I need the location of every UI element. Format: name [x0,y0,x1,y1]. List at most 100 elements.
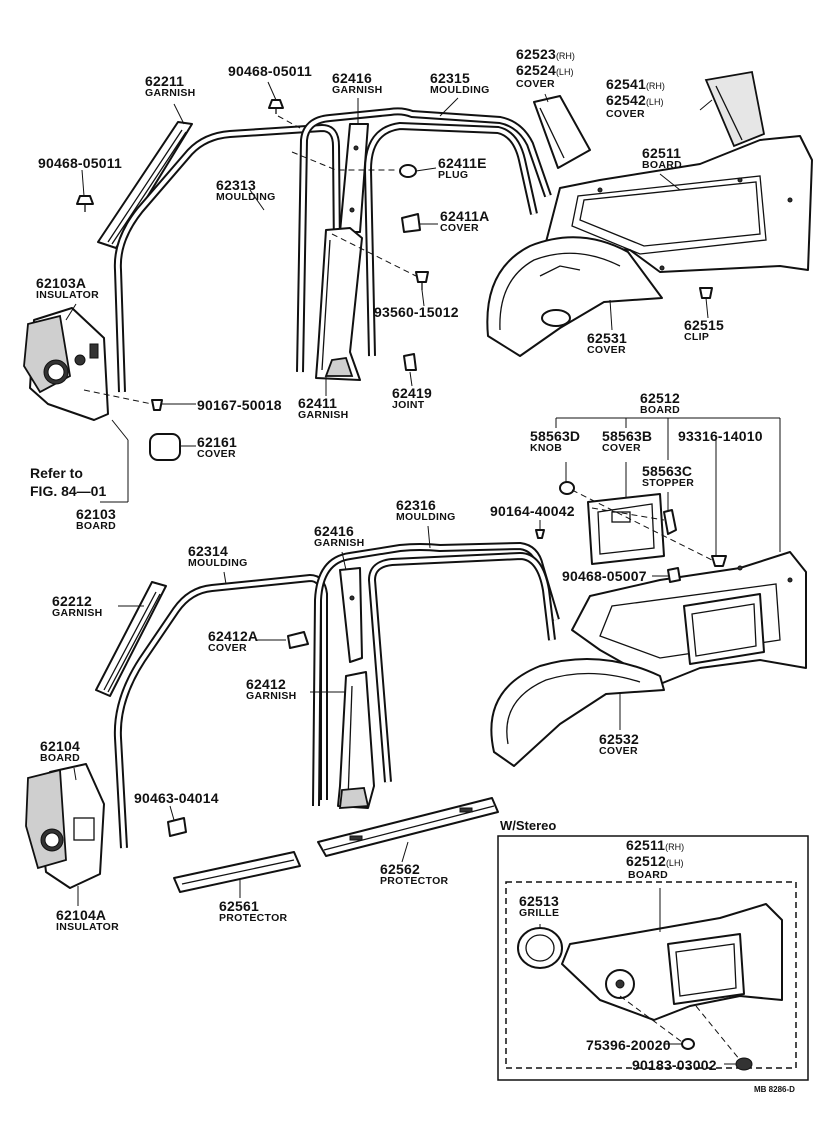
grille-62513-part [517,927,563,969]
side-suffix: (RH) [665,842,685,852]
garnish-62411-part [315,227,363,381]
label-62411: 62411 GARNISH [298,396,349,421]
part-caption: BOARD [628,869,668,881]
label-90164-40042: 90164-40042 [490,503,575,519]
garnish-62416-b-part [339,567,363,663]
part-number: 62511 [626,837,666,853]
w-stereo-frame [497,835,809,1081]
part-number: 62412A [208,628,259,644]
part-number: 62411E [438,155,487,171]
part-number: 58563C [642,463,693,479]
clip-90468-05007-icon [667,567,681,583]
board-62103-part [23,307,109,421]
label-90167-50018: 90167-50018 [197,397,282,413]
screw-90164-40042-icon [535,529,545,539]
label-62419: 62419 JOINT [392,386,432,411]
label-62411E: 62411E PLUG [438,156,487,181]
part-caption: BOARD [40,752,80,764]
w-stereo-title: W/Stereo [500,818,557,833]
nut-90183-03002-icon [735,1057,753,1071]
part-caption: PROTECTOR [219,912,288,924]
part-caption: COVER [208,642,247,654]
part-caption: COVER [606,108,645,120]
label-62104A: 62104A INSULATOR [56,908,119,933]
cover-62523-part [533,95,591,169]
cover-62531-part [486,236,663,357]
part-caption: COVER [587,344,626,356]
part-number: 62511 [642,145,682,161]
part-number: 62515 [684,317,724,333]
part-caption: COVER [440,222,479,234]
part-number: 62315 [430,70,470,86]
part-caption: BOARD [640,404,680,416]
screw-75396-20020-icon [681,1038,695,1050]
clip-90468-05011-a-icon [268,99,284,114]
leader-lines [65,81,781,1065]
label-62412A: 62412A COVER [208,629,258,654]
part-number: 62212 [52,593,92,609]
part-caption: CLIP [684,331,710,343]
garnish-62416-a-part [339,123,369,233]
part-caption: BOARD [76,520,116,532]
moulding-62315-part [296,107,552,373]
label-62211: 62211 GARNISH [145,74,196,99]
clip-90463-04014-icon [167,817,187,837]
label-62103: 62103 BOARD [76,507,116,532]
refer-line-2: FIG. 84—01 [30,483,107,500]
part-number: 62419 [392,385,432,401]
part-number: 62411A [440,208,490,224]
side-suffix: (LH) [555,67,574,77]
part-caption: COVER [197,448,236,460]
cover-62161-icon [149,433,181,461]
label-62532: 62532 COVER [599,732,639,757]
part-caption: GRILLE [519,907,560,919]
part-number: 62316 [396,497,436,513]
part-caption: MOULDING [216,191,276,203]
part-caption: MOULDING [188,557,248,569]
part-caption: BOARD [642,159,682,171]
part-number: 62513 [519,893,559,909]
refer-to-note: Refer to FIG. 84—01 [30,464,106,500]
part-caption: GARNISH [332,84,383,96]
cover-62532-part [490,657,665,767]
protector-62562-part [317,797,499,857]
label-62515: 62515 CLIP [684,318,724,343]
part-number: 62512 [640,390,680,406]
plug-62411E-icon [399,164,417,178]
side-suffix: (RH) [555,51,575,61]
part-number: 62562 [380,861,420,877]
label-62315: 62315 MOULDING [430,71,490,96]
part-number: 62313 [216,177,256,193]
label-90468-05007: 90468-05007 [562,568,647,584]
label-62512: 62512 BOARD [640,391,680,416]
label-62412: 62412 GARNISH [246,677,297,702]
part-caption: INSULATOR [36,289,99,301]
part-number: 62416 [332,70,372,86]
part-caption: GARNISH [246,690,297,702]
part-caption: COVER [516,78,555,90]
side-suffix: (LH) [665,858,684,868]
part-caption: COVER [599,745,638,757]
part-caption: MOULDING [396,511,456,523]
part-caption: GARNISH [145,87,196,99]
knob-58563D-icon [559,481,575,495]
stopper-58563C-icon [663,509,677,535]
cover-62541-part [704,70,766,148]
label-62313: 62313 MOULDING [216,178,276,203]
label-90468-05011-b: 90468-05011 [38,155,122,171]
diagram-code: MB 8286-D [754,1085,795,1094]
label-58563C: 58563C STOPPER [642,464,694,489]
part-number: 62523 [516,46,556,62]
label-58563D: 58563D KNOB [530,429,580,454]
garnish-62211-part [97,121,193,249]
moulding-62316-part [312,541,560,807]
part-number: 58563B [602,428,653,444]
cover-58563B-part [587,493,665,565]
garnish-62412-part [337,671,375,809]
label-62212: 62212 GARNISH [52,594,103,619]
label-62314: 62314 MOULDING [188,544,248,569]
part-caption: GARNISH [314,537,365,549]
label-90463-04014: 90463-04014 [134,790,219,806]
